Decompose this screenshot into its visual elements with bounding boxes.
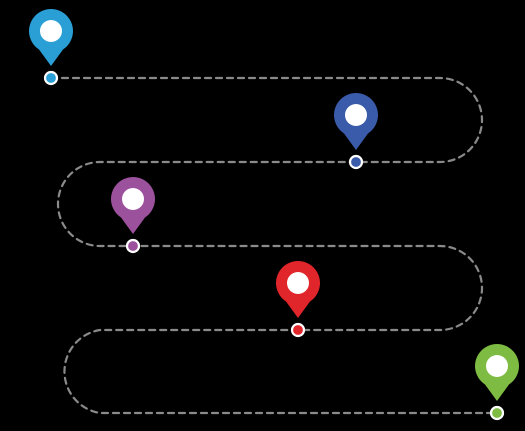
milestone-2 xyxy=(334,92,378,170)
milestones-group xyxy=(29,8,520,421)
milestone-dot xyxy=(489,405,505,421)
pin-hole xyxy=(40,20,62,42)
milestone-dot xyxy=(125,238,141,254)
milestone-4 xyxy=(276,260,321,338)
milestone-dot xyxy=(348,154,364,170)
pin-hole xyxy=(287,272,309,294)
roadmap-path xyxy=(49,76,499,415)
pin-hole xyxy=(122,188,144,210)
pin-hole xyxy=(486,355,508,377)
milestone-3 xyxy=(111,176,155,254)
milestone-5 xyxy=(475,343,520,421)
milestone-dot xyxy=(290,322,306,338)
milestone-1 xyxy=(29,8,73,86)
milestone-dot xyxy=(43,70,59,86)
pin-hole xyxy=(345,104,367,126)
